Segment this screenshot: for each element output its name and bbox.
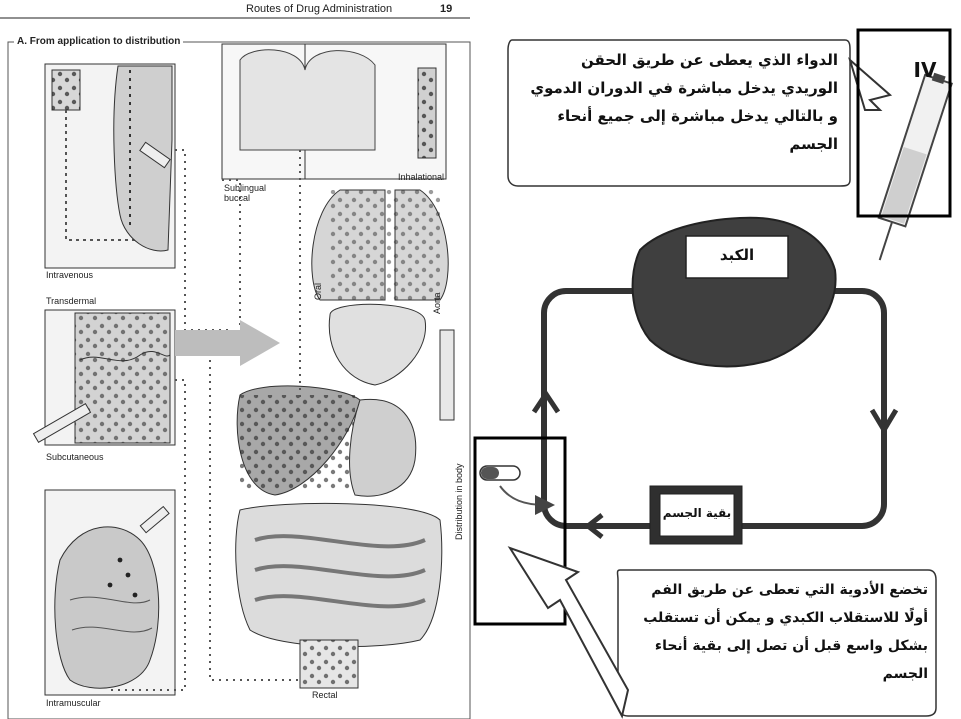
header-title: Routes of Drug Administration bbox=[246, 3, 392, 15]
label-intravenous: Intravenous bbox=[46, 270, 93, 280]
label-distribution: Distribution in body bbox=[454, 463, 464, 540]
label-inhalational: Inhalational bbox=[398, 172, 444, 182]
label-oral: Oral bbox=[313, 283, 323, 300]
transdermal-subcutaneous-panel bbox=[34, 310, 175, 445]
body-illustration bbox=[222, 44, 454, 688]
intravenous-panel bbox=[45, 64, 175, 268]
label-intramuscular: Intramuscular bbox=[46, 698, 101, 708]
liver-label: الكبد bbox=[688, 246, 786, 264]
iv-pointer-arrow bbox=[850, 60, 890, 110]
label-aorta: Aorta bbox=[432, 292, 442, 314]
label-transdermal: Transdermal bbox=[46, 296, 96, 306]
rest-of-body-label: بقية الجسم bbox=[661, 506, 733, 520]
oral-pointer-arrow bbox=[510, 548, 628, 716]
label-subcutaneous: Subcutaneous bbox=[46, 452, 104, 462]
intramuscular-panel bbox=[45, 490, 175, 695]
iv-label: IV bbox=[905, 58, 945, 82]
label-rectal: Rectal bbox=[312, 690, 338, 700]
header-page-number: 19 bbox=[440, 3, 452, 15]
section-title: A. From application to distribution bbox=[14, 36, 183, 47]
syringe-icon bbox=[866, 70, 953, 264]
pill-icon bbox=[480, 466, 520, 480]
label-sublingual: Sublingual buccal bbox=[224, 183, 266, 203]
textbook-figure bbox=[0, 18, 470, 719]
pill-to-circulation-arrow bbox=[500, 486, 545, 505]
oral-callout-text: تخضع الأدوية التي تعطى عن طريق الفم أولً… bbox=[632, 576, 928, 688]
iv-callout-text: الدواء الذي يعطى عن طريق الحقن الوريدي ي… bbox=[520, 46, 838, 158]
transfer-arrow bbox=[175, 320, 280, 366]
